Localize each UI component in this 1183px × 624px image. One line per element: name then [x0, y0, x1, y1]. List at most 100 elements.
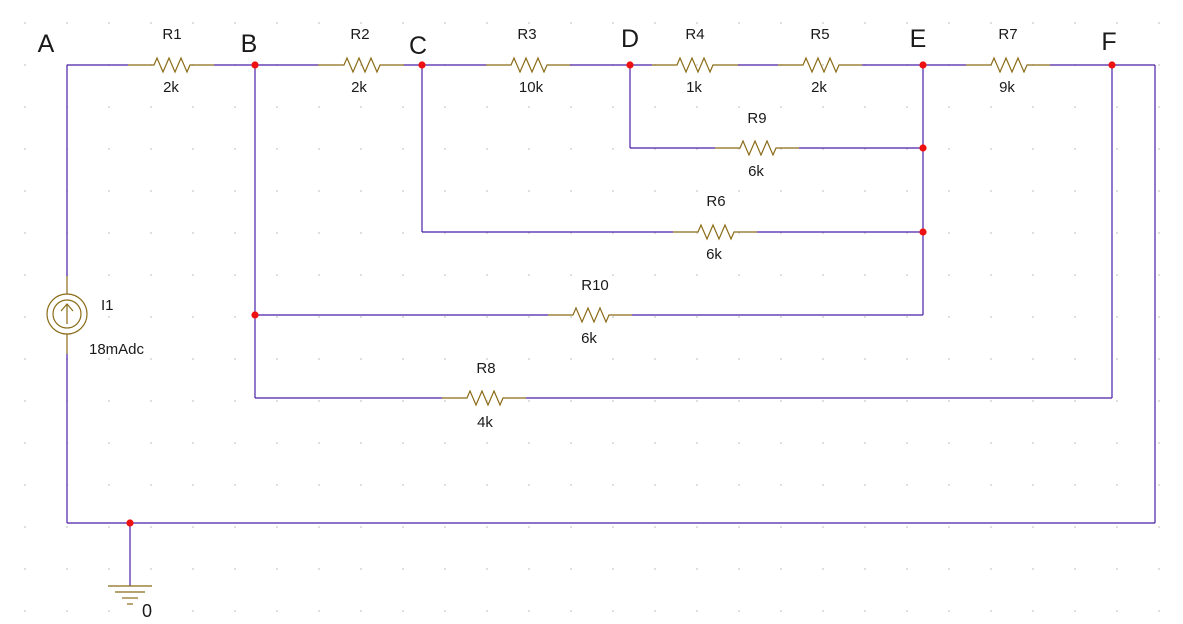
- grid-dot: [822, 22, 824, 24]
- grid-dot: [1158, 526, 1160, 528]
- grid-dot: [1116, 526, 1118, 528]
- resistor-r8-body[interactable]: [442, 389, 526, 407]
- junction-node-e[interactable]: [919, 61, 927, 69]
- grid-dot: [864, 568, 866, 570]
- resistor-r4-body[interactable]: [652, 56, 738, 74]
- grid-dot: [528, 106, 530, 108]
- resistor-r9-body[interactable]: [715, 139, 799, 157]
- grid-dot: [276, 484, 278, 486]
- resistor-r7-body[interactable]: [966, 56, 1050, 74]
- grid-dot: [108, 610, 110, 612]
- grid-dot: [192, 610, 194, 612]
- junction-node-b[interactable]: [251, 61, 259, 69]
- grid-dot: [780, 358, 782, 360]
- resistor-r2-body[interactable]: [318, 56, 404, 74]
- grid-dot: [402, 22, 404, 24]
- grid-dot: [780, 400, 782, 402]
- resistor-r6-body[interactable]: [673, 223, 757, 241]
- grid-dot: [696, 442, 698, 444]
- grid-dot: [948, 232, 950, 234]
- grid-dot: [192, 484, 194, 486]
- grid-dot: [66, 22, 68, 24]
- resistor-r7[interactable]: R7 9k: [966, 26, 1050, 96]
- grid-dot: [360, 22, 362, 24]
- resistor-r1-value: 2k: [163, 79, 179, 96]
- grid-dot: [948, 148, 950, 150]
- grid-dot: [822, 106, 824, 108]
- resistor-r5[interactable]: R5 2k: [778, 26, 862, 96]
- grid-dot: [276, 22, 278, 24]
- resistor-r5-body[interactable]: [778, 56, 862, 74]
- junction-node-d[interactable]: [626, 61, 634, 69]
- grid-dot: [486, 148, 488, 150]
- resistor-r4[interactable]: R4 1k: [652, 26, 738, 96]
- grid-dot: [696, 190, 698, 192]
- junction-b-r10[interactable]: [251, 311, 259, 319]
- resistor-r10-body[interactable]: [548, 306, 632, 324]
- grid-dot: [906, 610, 908, 612]
- grid-dot: [822, 610, 824, 612]
- resistor-r1-body[interactable]: [128, 56, 214, 74]
- resistor-r1[interactable]: R1 2k: [128, 26, 214, 96]
- grid-dot: [234, 358, 236, 360]
- grid-dot: [696, 64, 698, 66]
- grid-dot: [276, 358, 278, 360]
- grid-dot: [1074, 316, 1076, 318]
- grid-dot: [528, 274, 530, 276]
- wires: [66, 64, 1156, 586]
- grid-dot: [864, 484, 866, 486]
- grid-dot: [444, 190, 446, 192]
- grid-dot: [444, 274, 446, 276]
- resistor-r7-name: R7: [998, 26, 1017, 43]
- grid-dot: [192, 316, 194, 318]
- grid-dot: [612, 526, 614, 528]
- junction-ground[interactable]: [126, 519, 134, 527]
- junction-e-r9[interactable]: [919, 144, 927, 152]
- grid-dot: [108, 274, 110, 276]
- grid-dot: [864, 358, 866, 360]
- ground-symbol[interactable]: 0: [108, 585, 152, 621]
- grid-dot: [822, 400, 824, 402]
- grid-dot: [1158, 190, 1160, 192]
- grid-dot: [24, 568, 26, 570]
- junction-e-r6[interactable]: [919, 228, 927, 236]
- grid-dot: [528, 400, 530, 402]
- grid-dot: [486, 274, 488, 276]
- resistor-r5-name: R5: [810, 26, 829, 43]
- grid-dot: [1116, 148, 1118, 150]
- grid-dot: [402, 190, 404, 192]
- resistor-r6[interactable]: R6 6k: [673, 193, 757, 263]
- grid-dot: [528, 358, 530, 360]
- grid-dot: [864, 442, 866, 444]
- grid-dot: [948, 274, 950, 276]
- arrow-up-icon: [60, 303, 74, 312]
- grid-dot: [1116, 274, 1118, 276]
- resistor-r3-body[interactable]: [486, 56, 570, 74]
- resistor-r10[interactable]: R10 6k: [548, 277, 632, 347]
- grid-dot: [528, 190, 530, 192]
- current-source-i1[interactable]: I1 18mAdc: [46, 276, 145, 358]
- resistor-r2[interactable]: R2 2k: [318, 26, 404, 96]
- grid-dot: [822, 64, 824, 66]
- grid-dot: [234, 190, 236, 192]
- grid-dot: [486, 568, 488, 570]
- grid-dot: [570, 106, 572, 108]
- grid-dot: [24, 610, 26, 612]
- resistor-r8[interactable]: R8 4k: [442, 360, 526, 431]
- grid-dot: [444, 568, 446, 570]
- junction-node-f[interactable]: [1108, 61, 1116, 69]
- grid-dot: [234, 400, 236, 402]
- grid-dot: [528, 316, 530, 318]
- grid-dot: [234, 316, 236, 318]
- grid-dot: [486, 358, 488, 360]
- grid-dot: [990, 106, 992, 108]
- resistor-r3[interactable]: R3 10k: [486, 26, 570, 96]
- junction-node-c[interactable]: [418, 61, 426, 69]
- grid-dot: [822, 568, 824, 570]
- grid-dot: [948, 316, 950, 318]
- grid-dot: [696, 484, 698, 486]
- resistor-r9[interactable]: R9 6k: [715, 110, 799, 180]
- grid-dot: [318, 526, 320, 528]
- grid-dot: [948, 22, 950, 24]
- grid-dot: [696, 400, 698, 402]
